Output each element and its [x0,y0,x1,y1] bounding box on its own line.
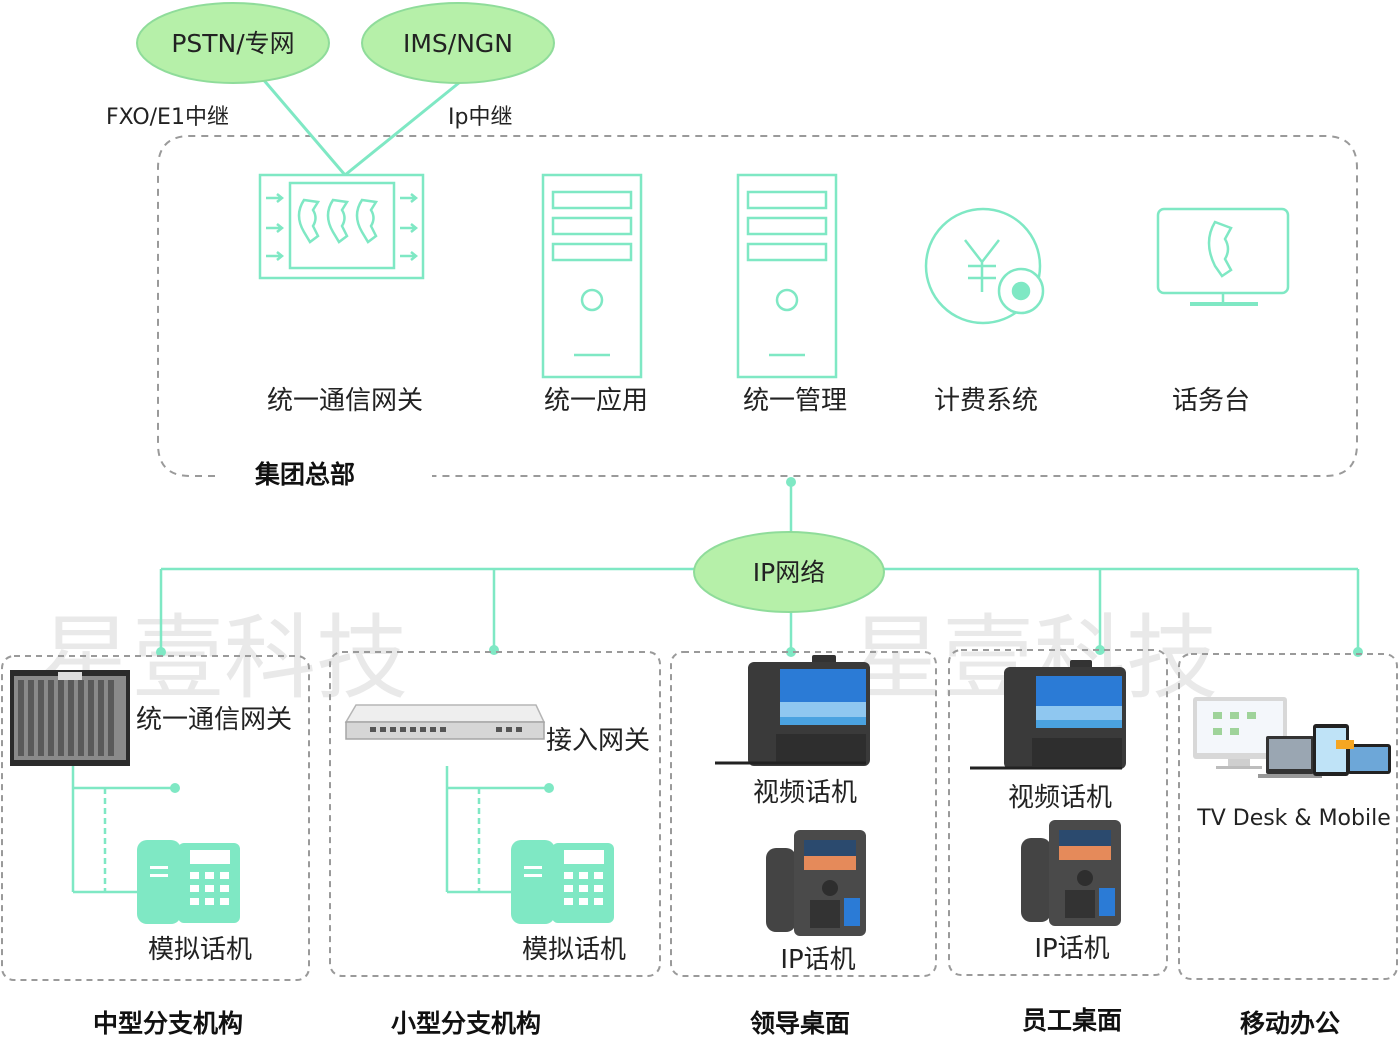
leader-ip-phone-label: IP话机 [780,945,855,975]
ims-cloud: IMS/NGN [361,2,555,84]
server-icon-app [541,173,643,379]
staff-video-phone-label: 视频话机 [1008,783,1112,813]
server-icon-mgmt [736,173,838,379]
analog-phone-icon-small [511,840,614,924]
hq-gateway-label: 统一通信网关 [267,386,423,416]
ip-phone-icon-staff [1021,820,1121,926]
small-phone-lines [445,766,549,894]
hq-console-label: 话务台 [1172,386,1250,416]
small-line-dot [544,783,554,793]
yen-icon [924,207,1045,325]
devices-icon [1193,697,1391,778]
video-phone-icon-leader [715,655,870,766]
ip-network-cloud: IP网络 [693,531,885,613]
medium-phone-lines [71,766,175,894]
hq-mgmt-label: 统一管理 [743,386,847,416]
pstn-label: PSTN/专网 [171,29,294,58]
hq-billing-label: 计费系统 [934,386,1038,416]
ip-phone-icon-leader [766,830,866,936]
monitor-phone-icon [1156,207,1290,306]
link-dots [156,477,1363,657]
staff-ip-phone-label: IP话机 [1034,934,1109,964]
video-phone-icon-staff [970,660,1126,770]
branch-frames [1,649,1398,981]
mobile-office-title: 移动办公 [1240,1009,1340,1038]
small-branch-title: 小型分支机构 [391,1009,541,1038]
medium-phone-label: 模拟话机 [148,935,252,965]
small-phone-label: 模拟话机 [522,935,626,965]
hq-frame [157,135,1358,477]
ip-network-label: IP网络 [753,558,825,587]
mobile-device-label: TV Desk & Mobile [1196,806,1390,831]
medium-line-dot [170,783,180,793]
gateway-icon [258,173,425,280]
fxo-trunk-line [260,77,347,176]
fxo-trunk-label: FXO/E1中继 [106,105,229,130]
analog-phone-icon-medium [137,840,240,924]
medium-branch-title: 中型分支机构 [93,1009,243,1038]
leader-video-phone-label: 视频话机 [753,778,857,808]
pstn-cloud: PSTN/专网 [136,2,330,84]
gateway-chassis-icon [10,670,130,766]
hq-title: 集团总部 [254,460,355,489]
access-gateway-icon [344,704,546,740]
hq-app-label: 统一应用 [544,386,648,416]
ims-label: IMS/NGN [403,29,513,58]
staff-desktop-title: 员工桌面 [1022,1006,1122,1035]
small-device-label: 接入网关 [546,726,650,756]
ip-trunk-line [344,80,461,177]
ip-trunk-label: Ip中继 [448,105,512,130]
medium-device-label: 统一通信网关 [136,705,292,735]
leader-desktop-title: 领导桌面 [750,1009,850,1038]
